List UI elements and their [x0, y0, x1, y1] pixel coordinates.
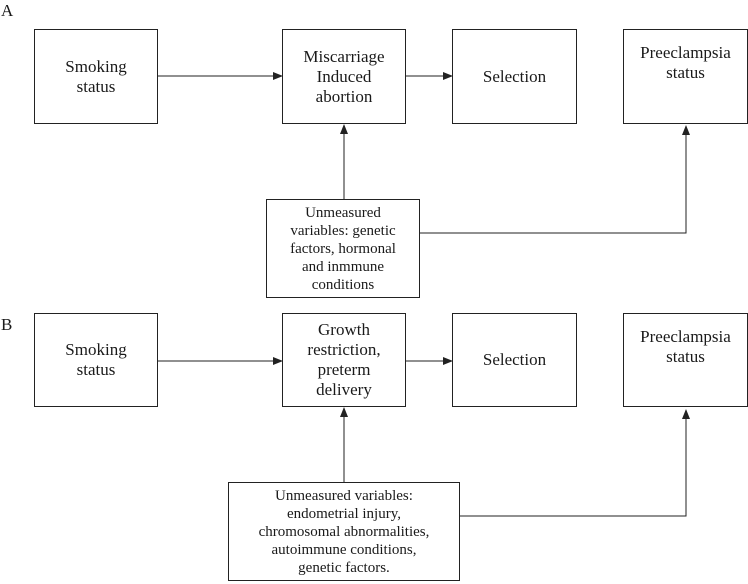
- panel-a-selection-line: Selection: [482, 66, 547, 86]
- panel-b-label: B: [1, 315, 13, 334]
- panel-b-mediator-line: delivery: [316, 380, 372, 399]
- panel-a-outcome-line: Preeclampsia: [640, 43, 731, 62]
- panel-a-smoking-status-line: status: [76, 76, 116, 96]
- panel-b-confounder-line: autoimmune conditions,: [271, 541, 417, 558]
- panel-a-selection-box: Selection: [452, 29, 577, 124]
- panel-a-confounder-line: conditions: [311, 276, 375, 293]
- panel-b-mediator-line: Growth: [318, 320, 370, 339]
- panel-a-label: A: [1, 1, 14, 20]
- panel-b-outcome-line: status: [666, 347, 705, 366]
- panel-b-mediator-line: restriction,: [307, 340, 381, 359]
- panel-a-mediator-line: Induced: [316, 66, 372, 86]
- panel-b-confounder-line: endometrial injury,: [286, 505, 401, 522]
- panel-a-confounder-line: Unmeasured: [305, 204, 381, 221]
- panel-b-confounder-line: chromosomal abnormalities,: [258, 523, 430, 540]
- panel-b-confounder-line: genetic factors.: [298, 559, 390, 576]
- panel-a-confounder-line: variables: genetic: [290, 222, 396, 239]
- panel-a-confounder-line: and inmmune: [301, 258, 385, 275]
- panel-b-selection-box: Selection: [452, 313, 577, 407]
- panel-a-mediator-line: abortion: [315, 86, 373, 106]
- panel-b-confounder-line: Unmeasured variables:: [275, 487, 413, 504]
- panel-b-unmeasured-variables-box: Unmeasured variables:endometrial injury,…: [228, 482, 460, 581]
- panel-b-mediator-line: preterm: [317, 360, 371, 379]
- panel-b-smoking-status-line: status: [76, 360, 116, 379]
- panel-b-smoking-status-line: Smoking: [65, 340, 127, 359]
- panel-b-outcome-line: Preeclampsia: [640, 327, 731, 346]
- panel-a-mediator-line: Miscarriage: [303, 46, 385, 66]
- arrow-a-confounder-to-outcome: [420, 125, 690, 234]
- panel-a-outcome-line: status: [666, 63, 705, 82]
- panel-b-selection-line: Selection: [482, 350, 547, 369]
- panel-a-confounder-line: factors, hormonal: [290, 240, 396, 257]
- arrow-b-confounder-to-outcome: [460, 409, 690, 517]
- panel-a-smoking-status-line: Smoking: [65, 56, 127, 76]
